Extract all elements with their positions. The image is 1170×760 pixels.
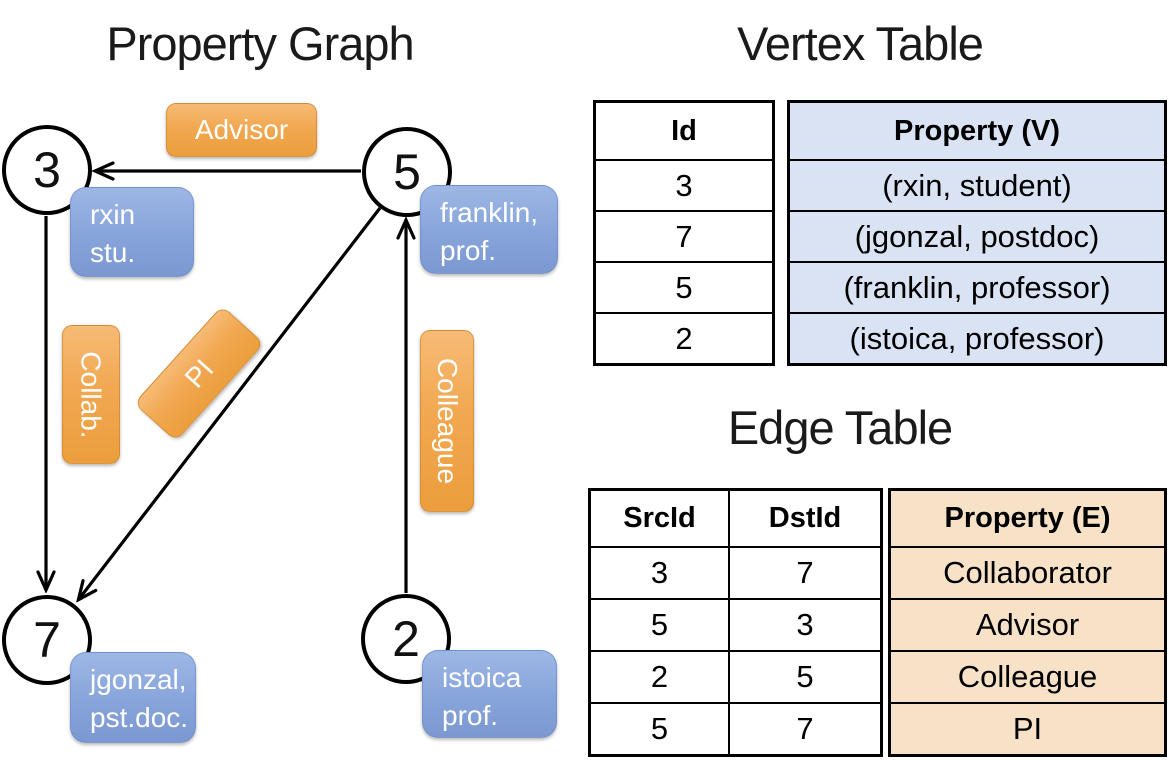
edge-row-src: 2 (650, 659, 669, 694)
edge-row-src: 5 (650, 607, 669, 642)
edge-dst-header: DstId (728, 491, 880, 546)
vertex-prop-box-5-line1: franklin, (440, 197, 539, 228)
vertex-prop-box-7-line1: jgonzal, (90, 664, 187, 695)
edge-table-src-dst-columns: SrcId DstId 3 7 5 3 2 5 5 7 (588, 488, 883, 757)
edge-row-dst: 7 (728, 548, 880, 598)
node-5-id: 5 (393, 144, 421, 200)
vertex-prop-box-5-line2: prof. (440, 235, 497, 266)
node-2: 2 (361, 594, 451, 684)
vertex-prop-box-3-line2: stu. (90, 237, 136, 268)
edge-src-header: SrcId (623, 502, 696, 534)
edge-row-src: 5 (650, 711, 669, 746)
edge-label-colleague: Colleague (420, 330, 474, 512)
vertex-table-id-column: Id 3 7 5 2 (593, 100, 775, 366)
vertex-table-property-column: Property (V) (rxin, student) (jgonzal, p… (787, 100, 1167, 366)
node-5: 5 (362, 127, 452, 217)
edge-row-property: Colleague (891, 652, 1164, 702)
vertex-row-property: (istoica, professor) (790, 314, 1164, 363)
vertex-row-id: 2 (675, 320, 693, 356)
edge-label-pi-text: PI (178, 352, 220, 394)
edge-label-collab-text: Collab. (76, 350, 108, 439)
edge-row-dst: 3 (728, 600, 880, 650)
vertex-table-title: Vertex Table (737, 17, 984, 70)
edge-label-collab: Collab. (62, 325, 120, 464)
edge-row-property: Collaborator (891, 548, 1164, 598)
edge-property-header: Property (E) (891, 491, 1164, 546)
node-7-id: 7 (33, 612, 61, 668)
vertex-prop-box-5: franklin, prof. (420, 185, 558, 274)
property-graph-title: Property Graph (106, 17, 414, 70)
node-3-id: 3 (33, 142, 61, 198)
edge-row-src: 3 (650, 555, 669, 590)
edge-row-property: PI (891, 704, 1164, 754)
vertex-prop-box-3: rxin stu. (70, 187, 194, 277)
vertex-property-header: Property (V) (790, 103, 1164, 159)
edge-label-colleague-text: Colleague (432, 357, 464, 485)
graph-edges (0, 0, 560, 760)
edge-table-title: Edge Table (727, 401, 953, 454)
edge-table-property-column: Property (E) Collaborator Advisor Collea… (888, 488, 1167, 757)
edge-label-advisor-text: Advisor (194, 114, 289, 145)
vertex-prop-box-2-line2: prof. (442, 700, 499, 731)
edge-row-property: Advisor (891, 600, 1164, 650)
vertex-prop-box-2: istoica prof. (422, 650, 557, 738)
edge-row-dst: 5 (728, 652, 880, 702)
vertex-row-property: (franklin, professor) (790, 263, 1164, 312)
vertex-prop-box-3-line1: rxin (90, 199, 136, 230)
vertex-row-id: 7 (675, 218, 693, 254)
vertex-prop-box-7-line2: pst.doc. (90, 702, 189, 733)
vertex-row-id: 5 (675, 269, 693, 305)
edge-line-pi-5-to-7 (79, 207, 382, 599)
edge-row-dst: 7 (728, 704, 880, 754)
vertex-id-header: Id (671, 114, 697, 147)
vertex-row-property: (jgonzal, postdoc) (790, 212, 1164, 261)
vertex-row-id: 3 (675, 167, 693, 203)
vertex-prop-box-7: jgonzal, pst.doc. (70, 652, 196, 743)
edge-label-advisor: Advisor (166, 103, 317, 157)
node-2-id: 2 (392, 611, 420, 667)
vertex-prop-box-2-line1: istoica (442, 662, 522, 693)
vertex-row-property: (rxin, student) (790, 161, 1164, 210)
